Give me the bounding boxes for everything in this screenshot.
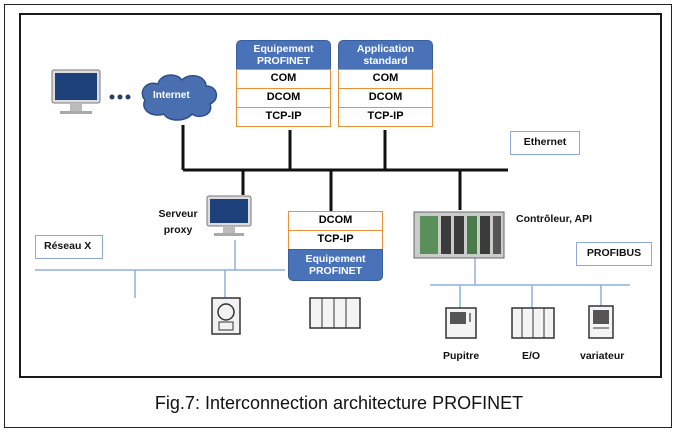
io-module-icon <box>309 297 361 329</box>
internet-cloud-icon <box>141 74 218 121</box>
eo-module-icon <box>511 307 555 339</box>
controleur-label: Contrôleur, API <box>516 213 593 225</box>
controller-plc-icon <box>413 211 505 259</box>
stack-application-standard: Application standard COM DCOM TCP-IP <box>338 40 433 127</box>
link-dot <box>125 94 131 100</box>
layer-tcpip: TCP-IP <box>288 230 383 250</box>
layer-com: COM <box>236 69 331 89</box>
reseau-x-label: Réseau X <box>35 235 103 259</box>
stack-equipement-profinet-top: Equipement PROFINET COM DCOM TCP-IP <box>236 40 331 127</box>
layer-com: COM <box>338 69 433 89</box>
variateur-label: variateur <box>580 350 625 362</box>
profibus-label: PROFIBUS <box>576 242 652 266</box>
ethernet-label: Ethernet <box>510 131 580 155</box>
layer-tcpip: TCP-IP <box>338 107 433 127</box>
stack-footer: Equipement PROFINET <box>288 249 383 281</box>
stack-header: Equipement PROFINET <box>236 40 331 70</box>
pupitre-label: Pupitre <box>443 350 480 362</box>
workstation-icon <box>51 69 101 114</box>
figure-caption: Fig.7: Interconnection architecture PROF… <box>154 393 524 413</box>
stack-header: Application standard <box>338 40 433 70</box>
layer-dcom: DCOM <box>236 88 331 108</box>
layer-dcom: DCOM <box>338 88 433 108</box>
eo-label: E/O <box>522 350 541 362</box>
stack-equipement-profinet-middle: DCOM TCP-IP Equipement PROFINET <box>288 211 383 281</box>
internet-label: Internet <box>153 90 190 101</box>
field-device-icon <box>211 297 241 335</box>
variateur-icon <box>588 305 614 339</box>
layer-tcpip: TCP-IP <box>236 107 331 127</box>
link-dot <box>109 94 115 100</box>
pupitre-icon <box>445 307 477 339</box>
layer-dcom: DCOM <box>288 211 383 231</box>
figure-frame <box>4 4 672 428</box>
link-dot <box>117 94 123 100</box>
proxy-server-icon <box>206 195 252 236</box>
